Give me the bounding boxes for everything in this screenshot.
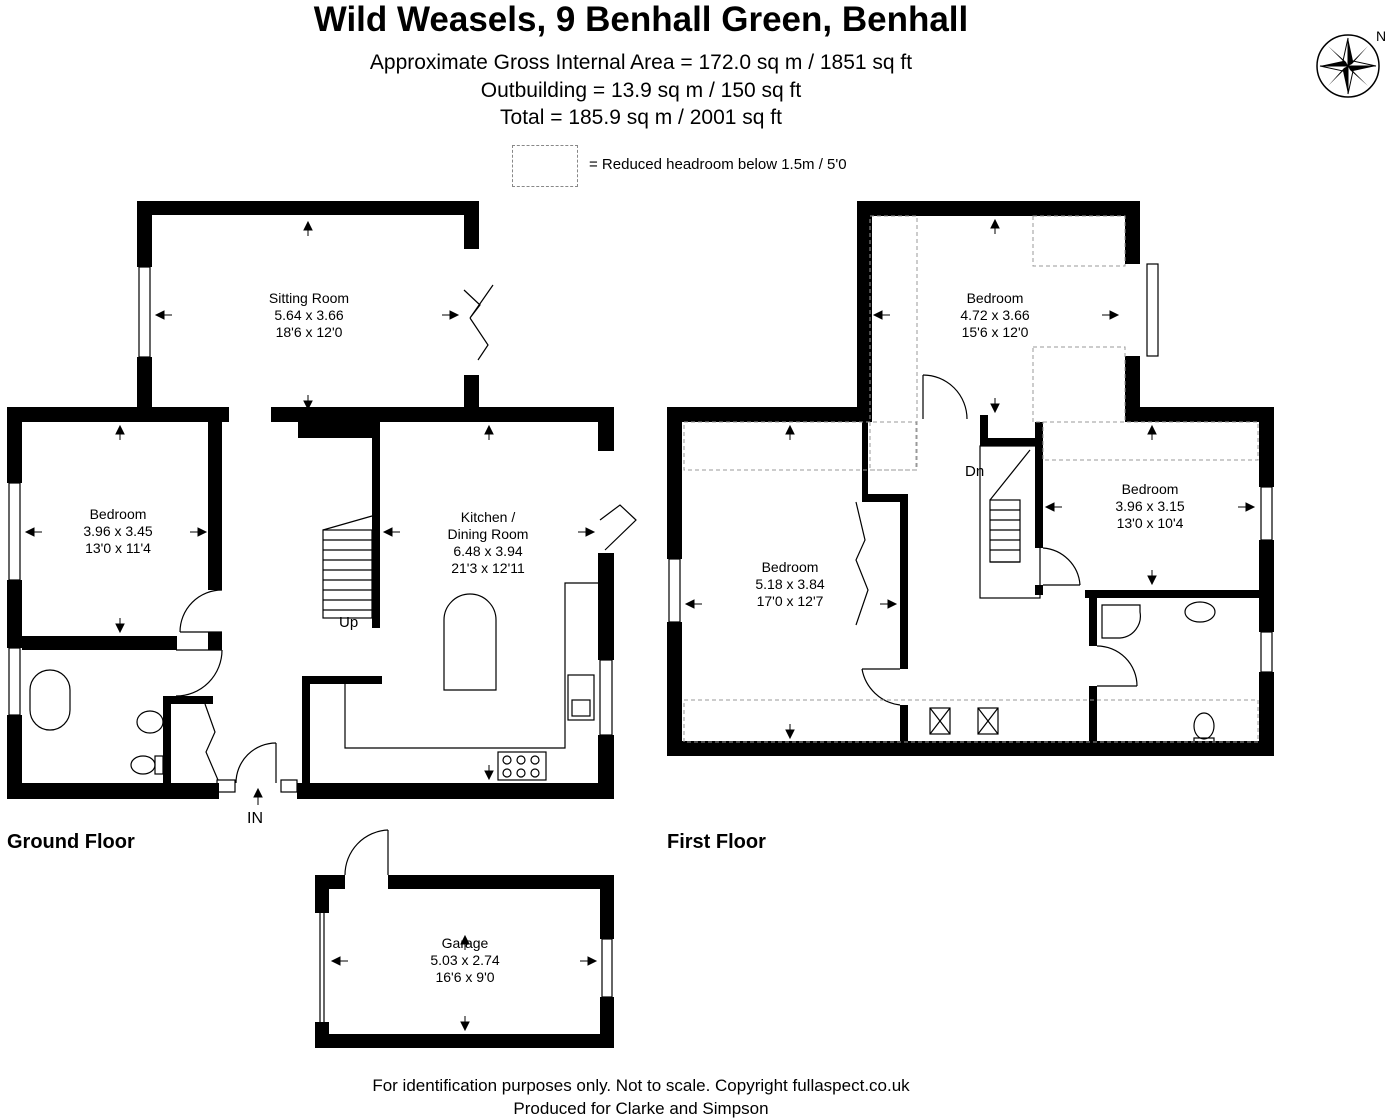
room-sitting-room: Sitting Room 5.64 x 3.66 18'6 x 12'0 <box>269 290 349 341</box>
window <box>8 647 21 716</box>
room-garage: Garage 5.03 x 2.74 16'6 x 9'0 <box>430 935 499 986</box>
room-name-line2: Dining Room <box>447 526 529 542</box>
room-metric: 6.48 x 3.94 <box>453 543 523 559</box>
footer-copyright: For identification purposes only. Not to… <box>372 1076 910 1095</box>
room-imperial: 17'0 x 12'7 <box>756 593 824 609</box>
page-title: Wild Weasels, 9 Benhall Green, Benhall <box>313 0 969 39</box>
room-name: Bedroom <box>761 559 819 575</box>
room-metric: 5.18 x 3.84 <box>755 576 825 592</box>
window <box>599 659 613 736</box>
room-metric: 4.72 x 3.66 <box>960 307 1030 323</box>
room-first-bedroom-left: Bedroom 5.18 x 3.84 17'0 x 12'7 <box>755 559 824 610</box>
footer-produced-for: Produced for Clarke and Simpson <box>513 1099 769 1118</box>
window <box>138 266 151 358</box>
garage-walls <box>315 875 614 1048</box>
room-name: Bedroom <box>966 290 1024 306</box>
room-first-bedroom-top: Bedroom 4.72 x 3.66 15'6 x 12'0 <box>960 290 1029 341</box>
stairs-up-label: Up <box>339 614 359 631</box>
room-name: Sitting Room <box>268 290 350 306</box>
room-metric: 5.64 x 3.66 <box>274 307 344 323</box>
room-metric: 3.96 x 3.15 <box>1115 498 1185 514</box>
total-area-text: Total = 185.9 sq m / 2001 sq ft <box>500 106 782 129</box>
stairs-down-label: Dn <box>965 463 985 480</box>
compass-icon: N <box>1312 28 1392 110</box>
room-kitchen-dining: Kitchen / Dining Room 6.48 x 3.94 21'3 x… <box>448 509 529 577</box>
reduced-headroom-legend-swatch <box>512 145 578 187</box>
window <box>1260 486 1273 541</box>
room-ground-bedroom: Bedroom 3.96 x 3.45 13'0 x 11'4 <box>83 506 152 557</box>
room-metric: 5.03 x 2.74 <box>430 952 500 968</box>
window <box>1146 263 1159 357</box>
window <box>1260 631 1273 673</box>
room-first-bedroom-right: Bedroom 3.96 x 3.15 13'0 x 10'4 <box>1115 481 1184 532</box>
room-name: Garage <box>441 935 489 951</box>
window <box>668 558 681 623</box>
room-imperial: 13'0 x 11'4 <box>85 540 151 556</box>
first-floor-label: First Floor <box>667 831 766 853</box>
room-metric: 3.96 x 3.45 <box>83 523 153 539</box>
ground-floor-walls <box>7 201 614 799</box>
ground-floor-label: Ground Floor <box>7 831 135 853</box>
compass-north-label: N <box>1376 28 1387 44</box>
entrance-label: IN <box>247 810 263 827</box>
first-floor-walls <box>667 201 1274 756</box>
gross-area-text: Approximate Gross Internal Area = 172.0 … <box>369 51 913 74</box>
room-name: Kitchen / <box>460 509 516 525</box>
reduced-headroom-legend-text: = Reduced headroom below 1.5m / 5'0 <box>589 156 847 173</box>
window <box>8 482 21 581</box>
room-imperial: 15'6 x 12'0 <box>961 324 1029 340</box>
room-imperial: 21'3 x 12'11 <box>451 560 525 576</box>
room-imperial: 13'0 x 10'4 <box>1116 515 1184 531</box>
room-name: Bedroom <box>1121 481 1179 497</box>
room-name: Bedroom <box>89 506 147 522</box>
room-imperial: 18'6 x 12'0 <box>275 324 343 340</box>
outbuilding-area-text: Outbuilding = 13.9 sq m / 150 sq ft <box>480 79 802 102</box>
room-imperial: 16'6 x 9'0 <box>435 969 495 985</box>
